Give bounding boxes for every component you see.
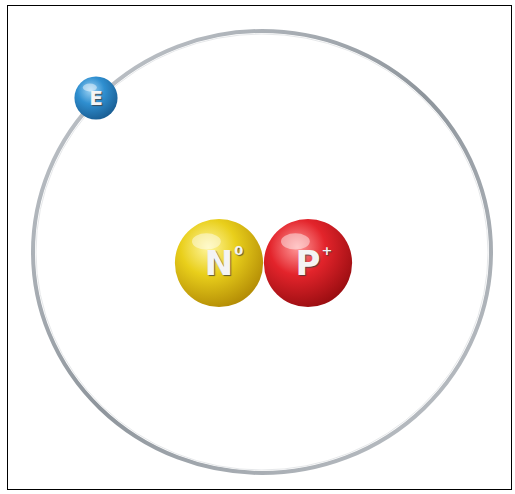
neutron-sphere: N0 [174,218,264,308]
particle-letter: N [205,246,233,280]
orbit-highlight [36,34,488,470]
proton-sphere: P+ [263,218,353,308]
charge-sign: 0 [234,244,243,257]
electron-sphere: E [74,76,118,120]
charge-sign: + [321,244,332,257]
particle-letter: P [296,246,321,280]
orbit-ring [33,31,491,473]
frame [8,6,512,490]
particle-letter: E [89,88,103,108]
